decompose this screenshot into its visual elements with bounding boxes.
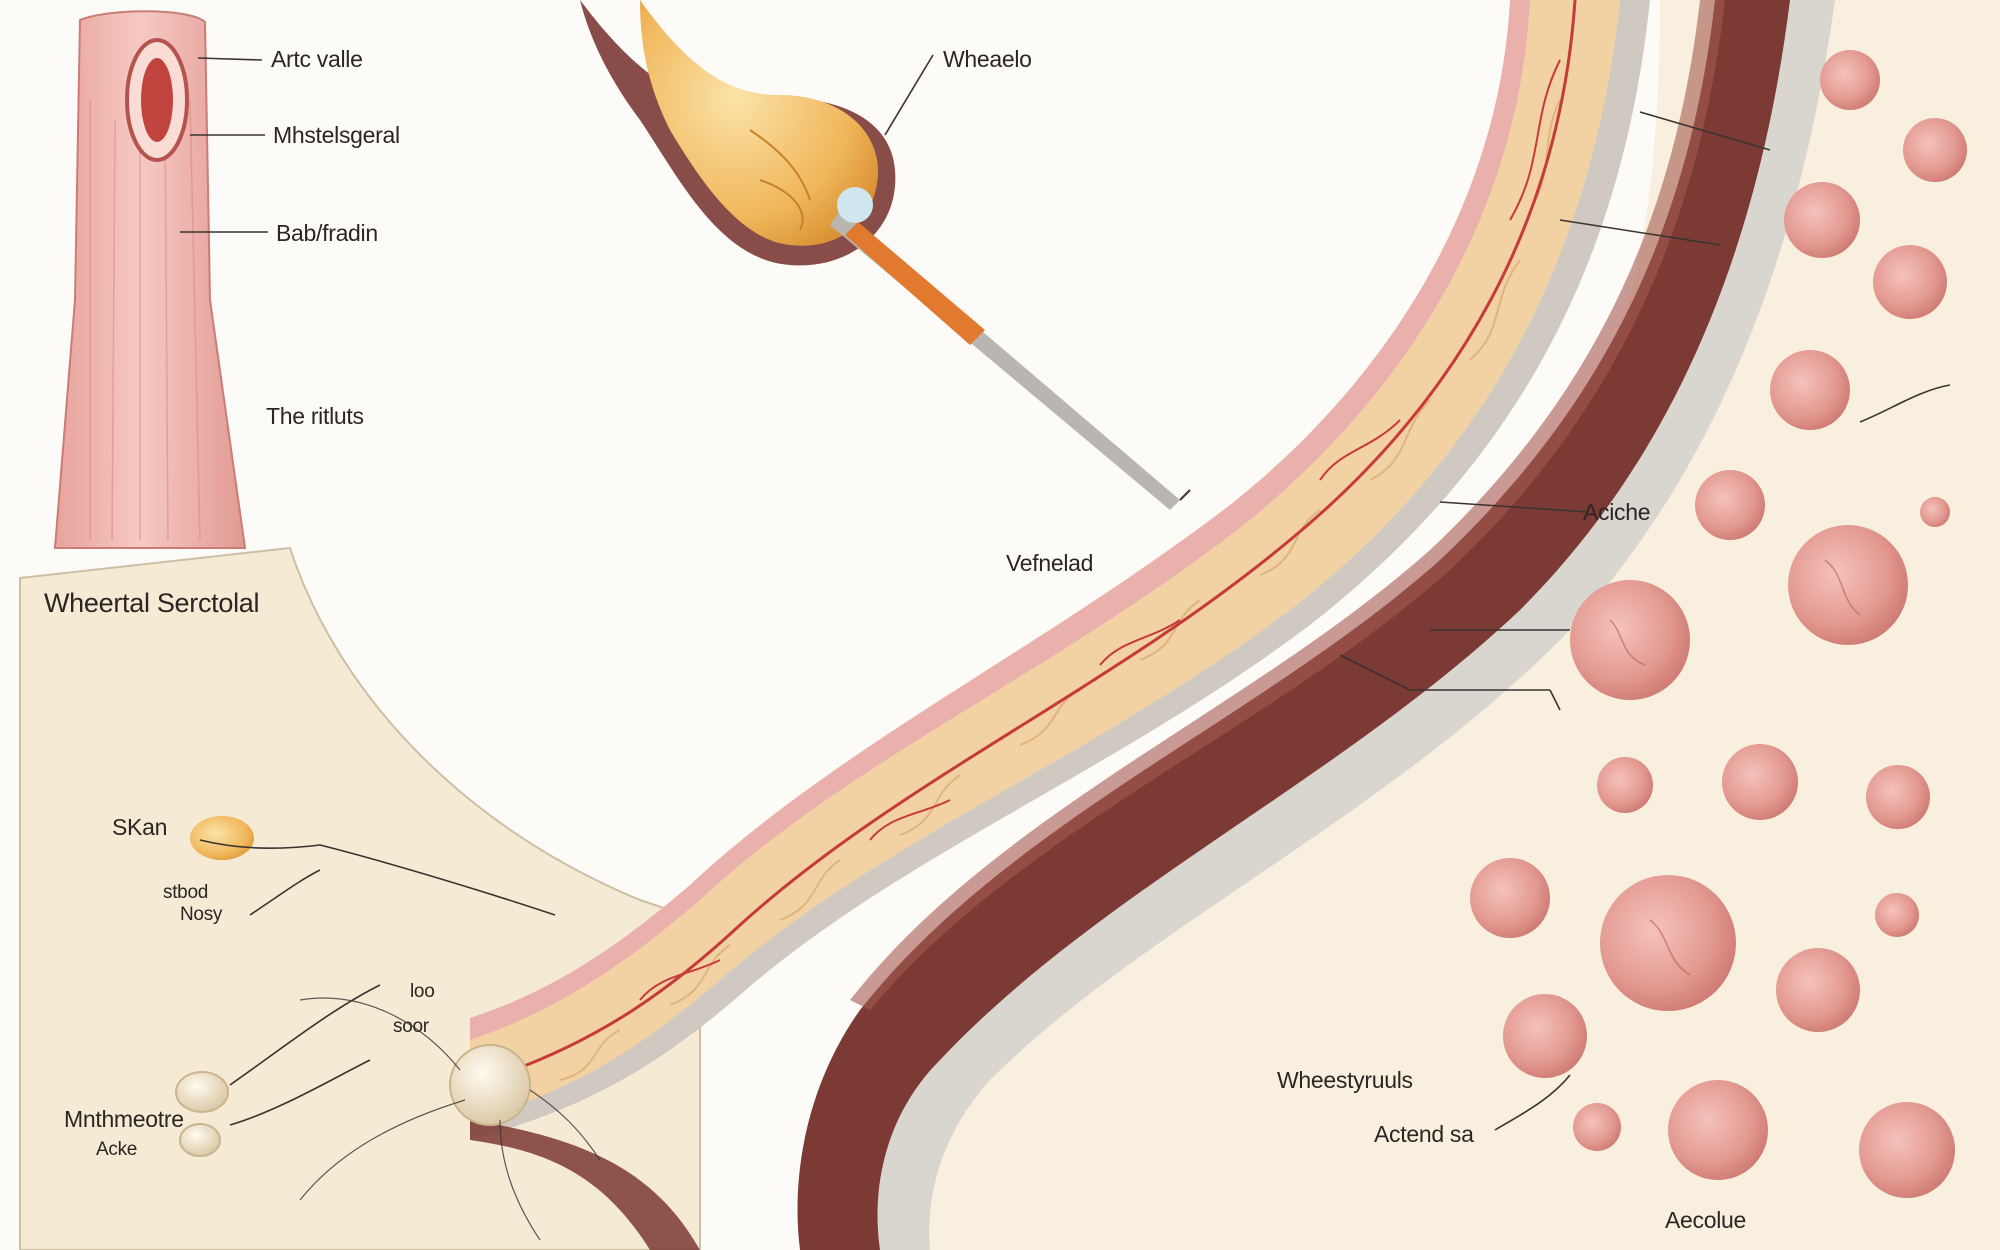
label-wheaelo: Wheaelo xyxy=(943,46,1032,72)
label-wheestyruuls: Wheestyruuls xyxy=(1277,1067,1413,1093)
label-the-rituls: The ritluts xyxy=(266,403,364,429)
label-aecolue: Aecolue xyxy=(1665,1207,1747,1233)
label-nosy: Nosy xyxy=(180,904,223,925)
label-wheertal-serctolal: Wheertal Serctolal xyxy=(44,588,260,618)
vessel-wall xyxy=(470,0,1835,1250)
label-aortic-valve: Artc valle xyxy=(271,46,363,72)
label-babfradin: Bab/fradin xyxy=(276,220,378,246)
label-vefnelad: Vefnelad xyxy=(1006,550,1094,576)
label-mhstelsgeral: Mhstelsgeral xyxy=(273,122,400,148)
label-skan: SKan xyxy=(112,814,168,840)
vessel-tube xyxy=(53,10,247,549)
vessel-bulb xyxy=(580,0,1191,510)
label-aciche: Aciche xyxy=(1583,499,1651,525)
cell-cluster xyxy=(1470,50,1967,1198)
label-stbod: stbod xyxy=(163,882,208,903)
leader-lines xyxy=(180,54,1951,1131)
label-actend-sa: Actend sa xyxy=(1374,1121,1474,1147)
label-mnthmeotre: Mnthmeotre xyxy=(64,1106,184,1132)
label-loo: loo xyxy=(410,981,435,1002)
label-acke: Acke xyxy=(96,1139,138,1160)
label-soor: soor xyxy=(393,1016,429,1037)
skin-nodules xyxy=(175,816,601,1241)
